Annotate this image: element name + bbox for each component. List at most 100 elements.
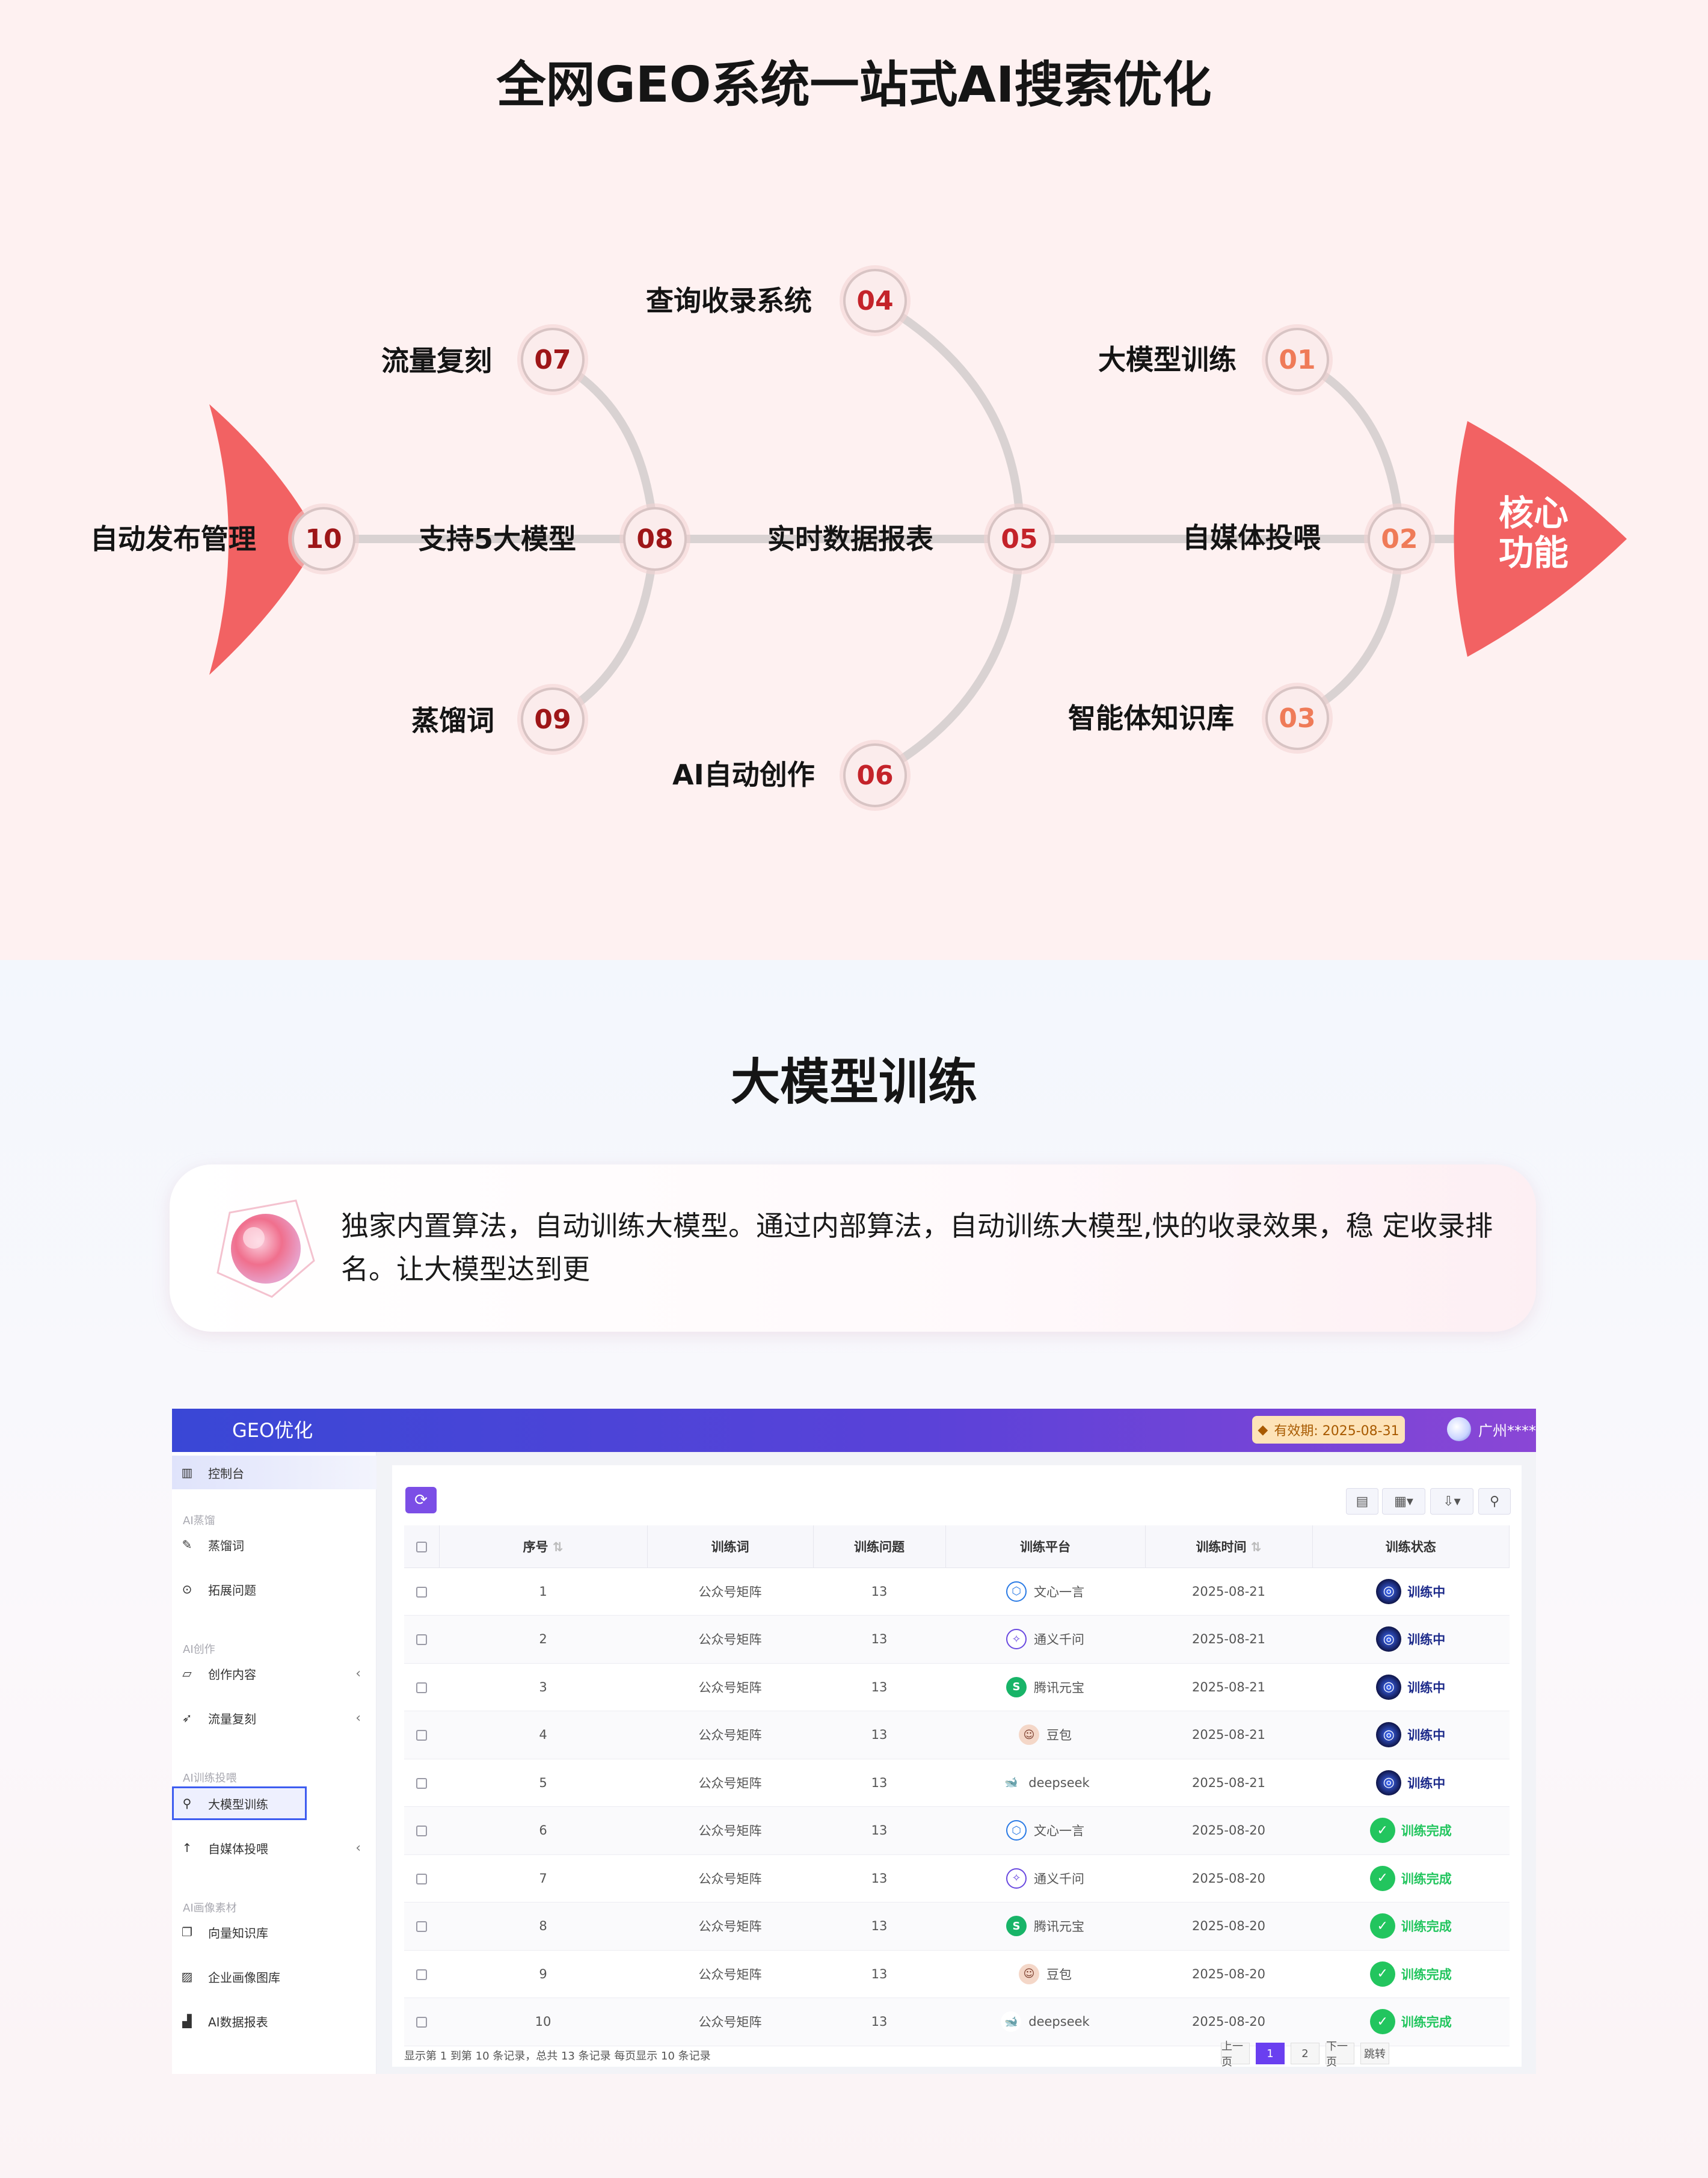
row-checkbox[interactable] [404,1902,439,1951]
col-time[interactable]: 训练时间 ⇅ [1145,1525,1313,1568]
search-icon: ⚲ [182,1796,192,1810]
sidebar-item-feed[interactable]: ↑ 自媒体投喂 ‹ [172,1831,376,1865]
cell-time: 2025-08-20 [1145,1902,1312,1951]
refresh-button[interactable]: ⟳ [405,1487,437,1513]
cell-word: 公众号矩阵 [647,1615,813,1664]
node-04-badge: 04 [843,269,907,333]
question-icon: ⊙ [182,1582,192,1596]
col-status: 训练状态 [1312,1525,1510,1568]
cell-word: 公众号矩阵 [647,1950,813,1998]
app-brand[interactable]: GEO优化 [232,1419,313,1442]
cell-status: ◎训练中 [1312,1615,1510,1664]
cell-question: 13 [813,1998,945,2046]
next-page-button[interactable]: 下一页 [1326,2040,1354,2069]
cell-question: 13 [813,1854,945,1903]
sidebar-item-gallery[interactable]: ▨ 企业画像图库 [172,1960,376,1993]
avatar [1447,1417,1471,1441]
platform-name: 豆包 [1046,1728,1072,1743]
row-checkbox[interactable] [404,1950,439,1998]
row-checkbox[interactable] [404,1615,439,1664]
col-no[interactable]: 序号 ⇅ [439,1525,648,1568]
sidebar-item-train[interactable]: ⚲ 大模型训练 [172,1786,376,1820]
yuanbao-logo-icon: S [1006,1916,1027,1937]
cell-word: 公众号矩阵 [647,1759,813,1807]
cell-time: 2025-08-21 [1145,1567,1312,1616]
table-icon: ▤ [1356,1494,1369,1509]
row-checkbox[interactable] [404,1567,439,1616]
jump-button[interactable]: 跳转 [1360,2043,1389,2064]
diamond-icon: ◆ [1258,1422,1268,1438]
cell-no: 4 [439,1711,647,1759]
sidebar-item-dashboard[interactable]: ▥ 控制台 [172,1456,376,1489]
cell-time: 2025-08-21 [1145,1759,1312,1807]
row-checkbox[interactable] [404,1759,439,1807]
geo-app-window: GEO优化 ◆ 有效期: 2025-08-31 广州**** ▥ 控制台 AI蒸… [172,1409,1536,2074]
user-menu[interactable]: 广州**** [1447,1417,1536,1441]
sidebar-item-report[interactable]: ▟ AI数据报表 [172,2004,376,2038]
sidebar-item-kb[interactable]: ❐ 向量知识库 [172,1915,376,1949]
sidebar-item-expand[interactable]: ⊙ 拓展问题 [172,1572,376,1606]
platform-name: deepseek [1028,2014,1090,2029]
node-02-label: 自媒体投喂 [1182,521,1321,554]
cell-word: 公众号矩阵 [647,1998,813,2046]
row-checkbox[interactable] [404,1806,439,1855]
node-01-badge: 01 [1265,328,1329,392]
export-icon: ⇩▾ [1443,1494,1461,1509]
columns-dropdown-button[interactable]: ▦▾ [1382,1488,1425,1515]
search-toggle-button[interactable]: ⚲ [1478,1488,1511,1515]
deepseek-logo-icon: 🐋 [1001,2011,1022,2032]
folder-icon: ▱ [182,1666,192,1681]
rocket-icon: ➶ [182,1711,192,1725]
cell-platform: ☺豆包 [945,1711,1145,1759]
image-icon: ▨ [181,1969,193,1984]
node-03-badge: 03 [1265,686,1329,750]
cell-time: 2025-08-21 [1145,1663,1312,1711]
page-button[interactable]: 2 [1291,2043,1319,2064]
sidebar-group-assets: AI画像素材 [183,1902,237,1915]
node-09-badge: 09 [521,688,585,751]
fish-head [1454,421,1627,657]
description-card: 独家内置算法，自动训练大模型。通过内部算法，自动训练大模型,快的收录效果，稳 定… [170,1164,1536,1332]
status-badge: 训练中 [1407,1584,1446,1599]
table-view-button[interactable]: ▤ [1346,1488,1378,1515]
prev-page-button[interactable]: 上一页 [1221,2040,1250,2069]
row-checkbox[interactable] [404,1663,439,1711]
cell-time: 2025-08-21 [1145,1615,1312,1664]
col-question: 训练问题 [813,1525,946,1568]
col-word: 训练词 [647,1525,814,1568]
sidebar-group-create: AI创作 [183,1643,215,1656]
row-checkbox[interactable] [404,1854,439,1903]
sidebar-item-distill[interactable]: ✎ 蒸馏词 [172,1528,376,1561]
training-running-icon: ◎ [1376,1674,1402,1700]
cell-no: 9 [439,1950,647,1998]
row-checkbox[interactable] [404,1998,439,2046]
cell-status: ◎训练中 [1312,1759,1510,1807]
section-title: 全网GEO系统一站式AI搜索优化 [496,57,1212,114]
sidebar-group-distill: AI蒸馏 [183,1515,215,1527]
cell-word: 公众号矩阵 [647,1711,813,1759]
sidebar-item-traffic[interactable]: ➶ 流量复刻 ‹ [172,1701,376,1735]
cell-no: 7 [439,1854,647,1903]
cell-time: 2025-08-21 [1145,1711,1312,1759]
cell-status: ◎训练中 [1312,1567,1510,1616]
deepseek-logo-icon: 🐋 [1001,1772,1022,1793]
export-dropdown-button[interactable]: ⇩▾ [1430,1488,1473,1515]
sidebar-item-create[interactable]: ▱ 创作内容 ‹ [172,1657,376,1690]
cell-time: 2025-08-20 [1145,1950,1312,1998]
sidebar: ▥ 控制台 AI蒸馏 ✎ 蒸馏词 ⊙ 拓展问题 AI创作 ▱ 创作内容 ‹ ➶ … [172,1452,376,2074]
row-checkbox[interactable] [404,1711,439,1759]
status-badge: 训练完成 [1401,1967,1452,1982]
page-button[interactable]: 1 [1256,2043,1285,2064]
select-all-checkbox[interactable] [404,1525,440,1568]
